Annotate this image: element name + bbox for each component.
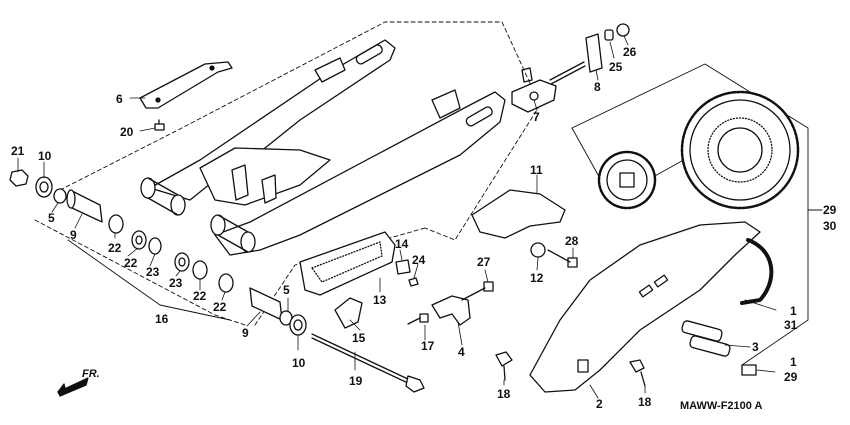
clip-14 (395, 259, 411, 275)
chain-slider-13 (299, 231, 396, 296)
callout-18b: 18 (638, 395, 652, 409)
sprocket-group-outline (571, 63, 809, 366)
bolt-18a (495, 351, 513, 381)
callout-20: 20 (120, 125, 134, 139)
front-sprocket (597, 150, 657, 210)
callout-22b: 22 (124, 256, 138, 270)
callout-1b: 1 (790, 355, 797, 369)
callout-11: 11 (530, 163, 543, 177)
chain-guide-11 (471, 189, 566, 239)
callout-12: 12 (530, 271, 544, 285)
pivot-bolt-19 (311, 333, 425, 393)
swingarm (140, 39, 506, 256)
callout-23a: 23 (146, 265, 160, 279)
callout-21: 21 (11, 144, 25, 158)
callout-19: 19 (349, 374, 363, 388)
guide-15 (334, 297, 363, 329)
callout-15: 15 (352, 331, 366, 345)
callout-10b: 10 (292, 356, 306, 370)
adjuster-7 (511, 61, 586, 113)
callout-8: 8 (594, 80, 601, 94)
bolt-27 (461, 281, 494, 301)
callout-27: 27 (477, 255, 491, 269)
chain-joint-3 (681, 320, 731, 357)
callout-3: 3 (752, 340, 759, 354)
bolt-28 (547, 249, 578, 268)
callout-14: 14 (395, 237, 409, 251)
screw-24 (408, 277, 419, 287)
callout-16: 16 (155, 312, 169, 326)
callout-10a: 10 (38, 149, 52, 163)
callout-22c: 22 (193, 289, 207, 303)
callout-4: 4 (458, 345, 465, 359)
callout-28: 28 (565, 234, 579, 248)
pivot-parts-left (9, 169, 307, 336)
collar-12 (530, 242, 546, 258)
callout-26: 26 (623, 45, 637, 59)
callout-5a: 5 (48, 211, 55, 225)
callout-6: 6 (116, 92, 123, 106)
drive-chain (740, 238, 774, 305)
callout-18a: 18 (497, 387, 511, 401)
bracket-16 (67, 239, 231, 321)
front-direction-label: FR. (82, 368, 100, 380)
diagram-code: MAWW-F2100 A (680, 400, 763, 412)
bolt-17 (407, 313, 429, 325)
bolt-18b (629, 359, 646, 387)
callout-25: 25 (609, 60, 623, 74)
callout-5b: 5 (283, 283, 290, 297)
callout-1a: 1 (790, 304, 797, 318)
callout-17: 17 (421, 339, 435, 353)
nut-26 (616, 23, 630, 37)
callout-7: 7 (533, 110, 540, 124)
callout-22a: 22 (108, 241, 122, 255)
callout-29a: 29 (823, 203, 837, 217)
callout-2: 2 (596, 397, 603, 411)
washer-25 (604, 29, 614, 41)
plate-8 (585, 33, 603, 73)
callout-31: 31 (784, 318, 798, 332)
callout-29b: 29 (784, 370, 798, 384)
chain-case-2 (529, 221, 761, 393)
chain-slider-6 (139, 61, 233, 109)
callout-24: 24 (412, 253, 426, 267)
label-tag (741, 364, 757, 376)
front-direction-arrow (57, 377, 89, 397)
callout-22d: 22 (213, 300, 227, 314)
callout-30: 30 (823, 219, 837, 233)
bolt-20 (154, 119, 165, 131)
callout-9a: 9 (70, 228, 77, 242)
callout-13: 13 (373, 293, 387, 307)
bracket-4 (431, 295, 471, 326)
callout-9b: 9 (242, 326, 249, 340)
leader-lines (17, 35, 777, 399)
rear-sprocket (680, 90, 800, 210)
callout-23b: 23 (169, 276, 183, 290)
